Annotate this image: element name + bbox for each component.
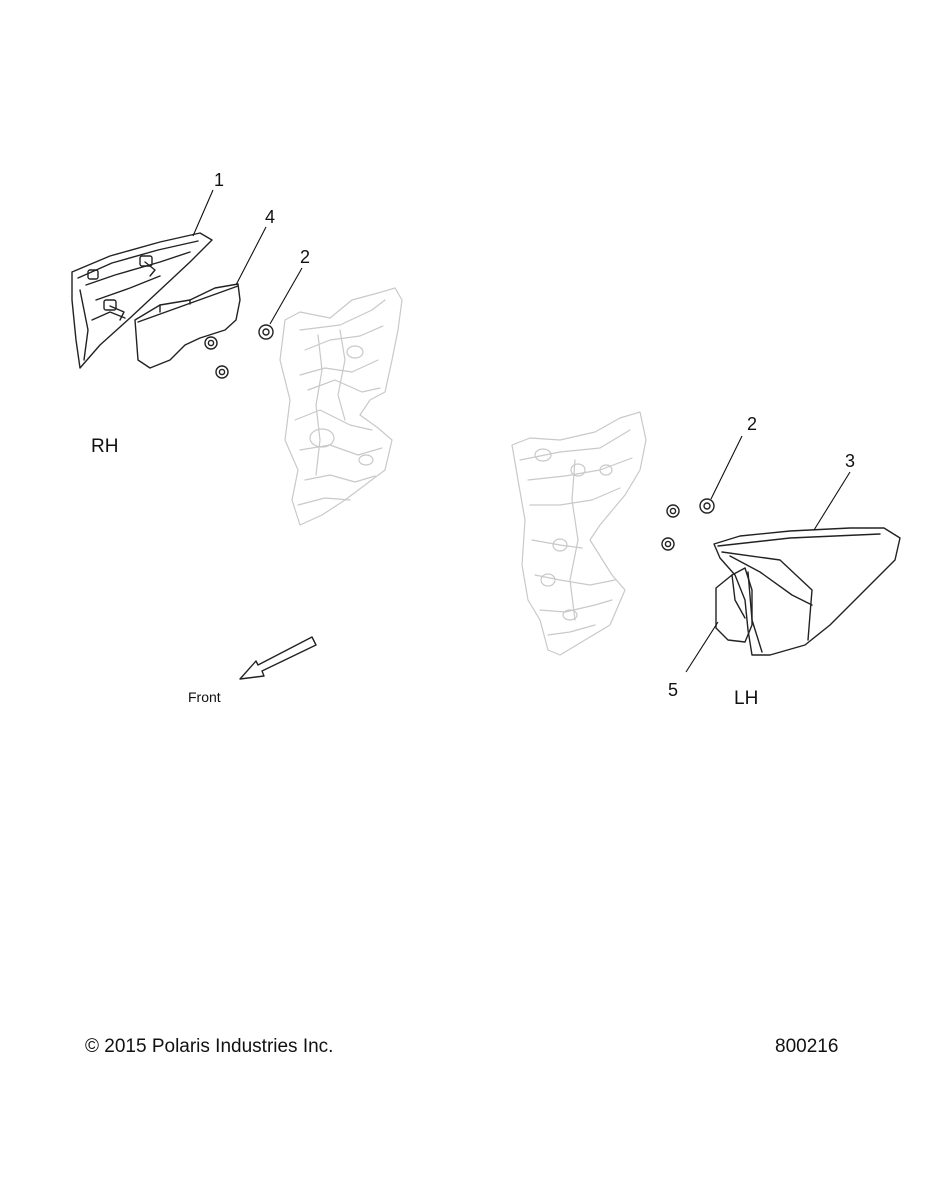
rh-nut-middle <box>204 336 218 350</box>
lh-nut-upper <box>699 498 715 514</box>
callout-3: 3 <box>845 451 855 471</box>
front-label: Front <box>188 689 221 705</box>
callout-2-rh: 2 <box>300 247 310 267</box>
callout-1: 1 <box>214 170 224 190</box>
leader-2-rh <box>269 267 303 325</box>
rh-nut-upper <box>258 324 274 340</box>
leader-1 <box>192 189 214 237</box>
lh-frame-outline <box>511 411 647 656</box>
rh-frame-outline <box>279 287 403 526</box>
leader-4 <box>235 226 267 286</box>
leader-5 <box>685 621 719 673</box>
lh-label: LH <box>734 688 758 709</box>
leader-3 <box>813 471 851 531</box>
lh-foam-pad <box>715 567 753 643</box>
front-arrow-icon <box>239 636 317 680</box>
lh-side-panel <box>713 527 901 656</box>
rh-side-panel <box>71 232 213 369</box>
rh-nut-lower <box>215 365 229 379</box>
copyright-text: © 2015 Polaris Industries Inc. <box>85 1036 334 1057</box>
callout-2-lh: 2 <box>747 414 757 434</box>
callout-4: 4 <box>265 207 275 227</box>
rh-label: RH <box>91 436 118 457</box>
callout-5: 5 <box>668 680 678 700</box>
leader-2-lh <box>710 435 743 500</box>
lh-nut-middle <box>666 504 680 518</box>
drawing-number: 800216 <box>775 1036 839 1057</box>
lh-nut-lower <box>661 537 675 551</box>
rh-foam-pad <box>134 283 241 369</box>
